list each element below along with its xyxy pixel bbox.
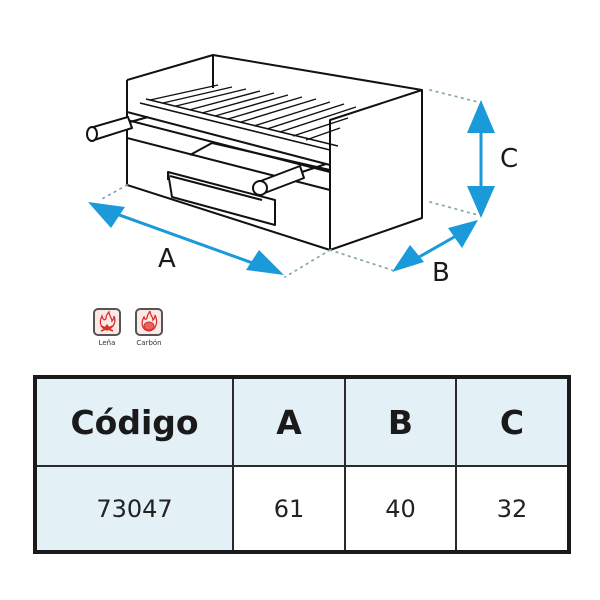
grill-dimension-diagram: A B C bbox=[86, 54, 519, 288]
header-c: C bbox=[455, 376, 570, 467]
header-a: A bbox=[232, 376, 346, 467]
cell-code: 73047 bbox=[34, 465, 234, 553]
fuel-type-charcoal: Carbón bbox=[132, 308, 166, 347]
table-row: 73047 61 40 32 bbox=[34, 465, 570, 553]
firewood-flame-icon bbox=[93, 308, 121, 336]
charcoal-flame-icon bbox=[135, 308, 163, 336]
dimensions-table: Código A B C 73047 61 40 32 bbox=[33, 375, 571, 554]
dimension-label-c: C bbox=[500, 144, 519, 174]
cell-a: 61 bbox=[232, 465, 346, 553]
fuel-label: Carbón bbox=[136, 339, 162, 347]
fuel-type-icons: Leña Carbón bbox=[90, 308, 166, 347]
dimension-label-b: B bbox=[432, 258, 450, 288]
header-b: B bbox=[344, 376, 457, 467]
cell-c: 32 bbox=[455, 465, 570, 553]
cell-b: 40 bbox=[344, 465, 457, 553]
header-code: Código bbox=[34, 376, 234, 467]
grill-illustration bbox=[86, 54, 495, 278]
dimension-label-a: A bbox=[158, 244, 176, 274]
fuel-label: Leña bbox=[98, 339, 116, 347]
table-header-row: Código A B C bbox=[34, 376, 570, 467]
fuel-type-firewood: Leña bbox=[90, 308, 124, 347]
